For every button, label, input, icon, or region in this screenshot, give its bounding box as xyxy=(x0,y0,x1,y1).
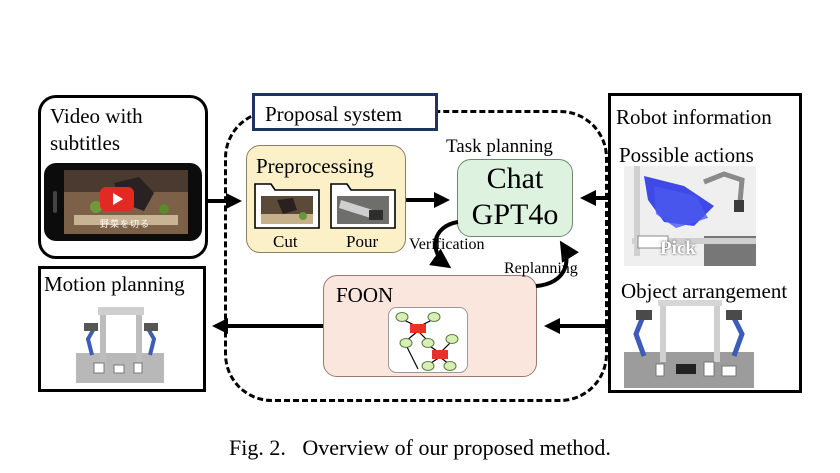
arrow-replanning xyxy=(535,240,579,288)
arrow-verification xyxy=(429,220,459,269)
cut-clip-icon xyxy=(254,183,320,229)
video-panel-title-line2: subtitles xyxy=(50,131,121,155)
object-arrangement-illustration xyxy=(624,300,754,388)
pour-label: Pour xyxy=(346,232,379,251)
replanning-label: Replanning xyxy=(504,260,578,277)
play-icon xyxy=(100,187,134,211)
preprocessing-title: Preprocessing xyxy=(256,154,374,178)
pour-clip-icon xyxy=(330,183,396,229)
chatgpt-box xyxy=(457,159,573,237)
chatgpt-line1: Chat xyxy=(486,162,544,195)
chatgpt-line2: GPT4o xyxy=(471,198,559,231)
verification-label: Verification xyxy=(409,236,485,253)
foon-title: FOON xyxy=(336,283,394,307)
proposal-system-label-text: Proposal system xyxy=(265,102,403,126)
dual-arm-robot-illustration xyxy=(76,307,164,383)
task-planning-label: Task planning xyxy=(446,136,553,157)
video-panel-title-line1: Video with xyxy=(50,104,143,128)
object-arrangement-label: Object arrangement xyxy=(621,279,788,303)
cut-label: Cut xyxy=(273,232,298,251)
smartphone-video-illustration xyxy=(44,163,202,241)
motion-planning-panel xyxy=(38,266,206,392)
video-panel xyxy=(38,95,208,259)
possible-actions-label: Possible actions xyxy=(619,143,754,167)
robot-information-title: Robot information xyxy=(616,105,772,129)
pick-action-robot-illustration xyxy=(624,166,756,266)
foon-graph-illustration xyxy=(388,307,468,373)
video-subtitle: 野菜を切る xyxy=(100,219,151,229)
pick-label: Pick xyxy=(660,238,696,259)
figure-caption: Fig. 2. Overview of our proposed method. xyxy=(229,435,611,460)
proposal-system-label: Proposal system xyxy=(252,93,438,131)
motion-planning-title: Motion planning xyxy=(44,272,185,296)
robot-information-panel xyxy=(608,93,802,393)
